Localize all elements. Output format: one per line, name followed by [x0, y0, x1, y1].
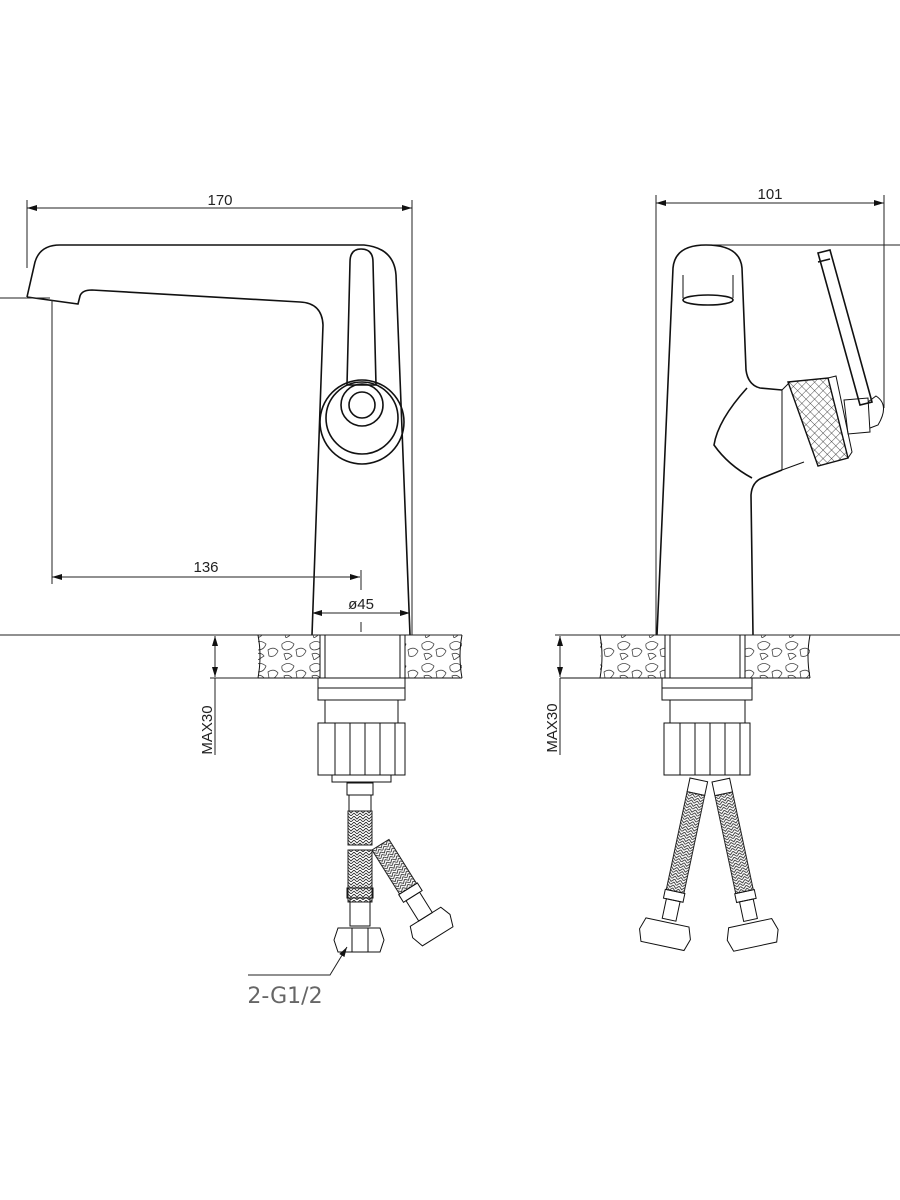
- connection-callout: 2-G1/2: [247, 946, 348, 1009]
- dim-label-diameter: ø45: [348, 596, 374, 613]
- body-curve: [713, 387, 753, 479]
- dim-label-101: 101: [757, 186, 782, 203]
- supply-hoses-front: [333, 782, 454, 953]
- dim-label-max30-side: MAX30: [544, 703, 561, 752]
- dimension-max30-side: MAX30: [544, 636, 563, 755]
- countertop-section-side: [560, 634, 811, 679]
- connection-label: 2-G1/2: [247, 984, 322, 1009]
- aerator: [682, 294, 734, 306]
- side-view: 101 MAX30: [544, 186, 900, 952]
- dimension-diameter-45: ø45: [312, 596, 410, 632]
- supply-hoses-side: [639, 777, 779, 952]
- dim-label-136: 136: [193, 559, 218, 576]
- handle-pivot: [843, 395, 884, 435]
- side-lever: [817, 249, 873, 406]
- dimension-max30-front: MAX30: [199, 636, 258, 755]
- dim-label-max30: MAX30: [199, 705, 216, 754]
- mounting-nut: [317, 677, 406, 783]
- dim-label-170: 170: [207, 192, 232, 209]
- side-body-outline: [656, 244, 783, 636]
- front-view: 170 136 ø45: [0, 192, 463, 1009]
- dimension-reach-136: 136: [52, 559, 362, 590]
- dimension-width-170: 170: [26, 192, 413, 635]
- dimension-depth-101: 101: [655, 186, 885, 635]
- countertop-section: [257, 634, 463, 679]
- lever-handle: [346, 248, 377, 386]
- mounting-nut-side: [661, 677, 753, 776]
- cartridge-rings: [319, 379, 405, 465]
- faucet-body-outline: [26, 244, 411, 636]
